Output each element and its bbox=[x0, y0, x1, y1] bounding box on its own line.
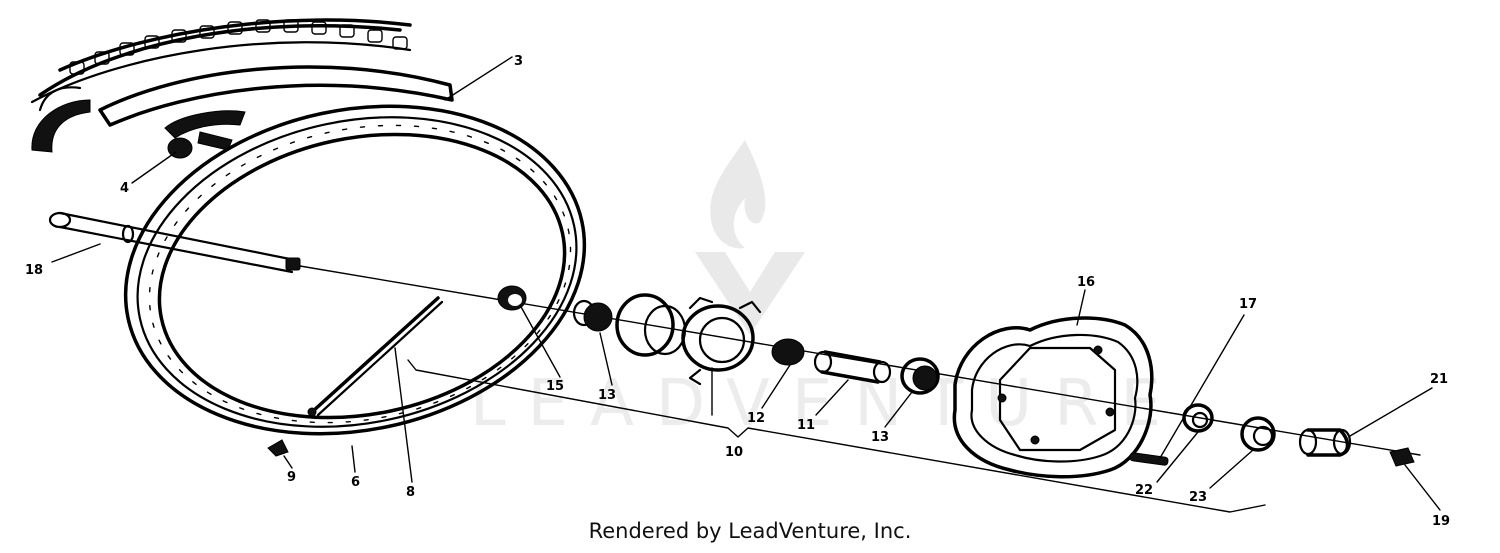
callout-15: 15 bbox=[546, 379, 564, 394]
disc-bolt-part bbox=[1129, 452, 1169, 466]
right-side-parts bbox=[1182, 403, 1415, 467]
callout-13-right: 13 bbox=[871, 430, 889, 445]
callout-6: 6 bbox=[351, 475, 360, 490]
brake-disc-part bbox=[952, 316, 1154, 479]
watermark-text: LEADVENTURE bbox=[470, 367, 1183, 441]
callout-4: 4 bbox=[120, 181, 129, 196]
callout-22: 22 bbox=[1135, 483, 1153, 498]
rim-lock-part bbox=[267, 439, 289, 457]
callout-11: 11 bbox=[797, 418, 815, 433]
axle-part bbox=[48, 211, 1421, 456]
inner-tube-part bbox=[164, 110, 246, 159]
assembly-bracket-line bbox=[407, 359, 1266, 513]
watermark-logo-icon: LEADVENTURE bbox=[470, 140, 1183, 441]
callout-23: 23 bbox=[1189, 490, 1207, 505]
callout-9: 9 bbox=[287, 470, 296, 485]
callout-8: 8 bbox=[406, 485, 415, 500]
callout-3: 3 bbox=[514, 54, 523, 69]
callout-21: 21 bbox=[1430, 372, 1448, 387]
callout-13-left: 13 bbox=[598, 388, 616, 403]
spoke-part bbox=[307, 296, 444, 417]
callout-18: 18 bbox=[25, 263, 43, 278]
hub-assembly-part bbox=[497, 285, 940, 395]
callout-12: 12 bbox=[747, 411, 765, 426]
rim-part bbox=[123, 104, 587, 436]
callout-19: 19 bbox=[1432, 514, 1450, 529]
callout-10: 10 bbox=[725, 445, 743, 460]
tire-part bbox=[30, 18, 454, 153]
rendered-by-footer: Rendered by LeadVenture, Inc. bbox=[588, 519, 912, 543]
leader-lines bbox=[51, 56, 1441, 511]
callout-labels: 3 4 18 15 13 12 11 13 10 16 17 21 22 23 … bbox=[25, 54, 1450, 529]
callout-16: 16 bbox=[1077, 275, 1095, 290]
callout-17: 17 bbox=[1239, 297, 1257, 312]
